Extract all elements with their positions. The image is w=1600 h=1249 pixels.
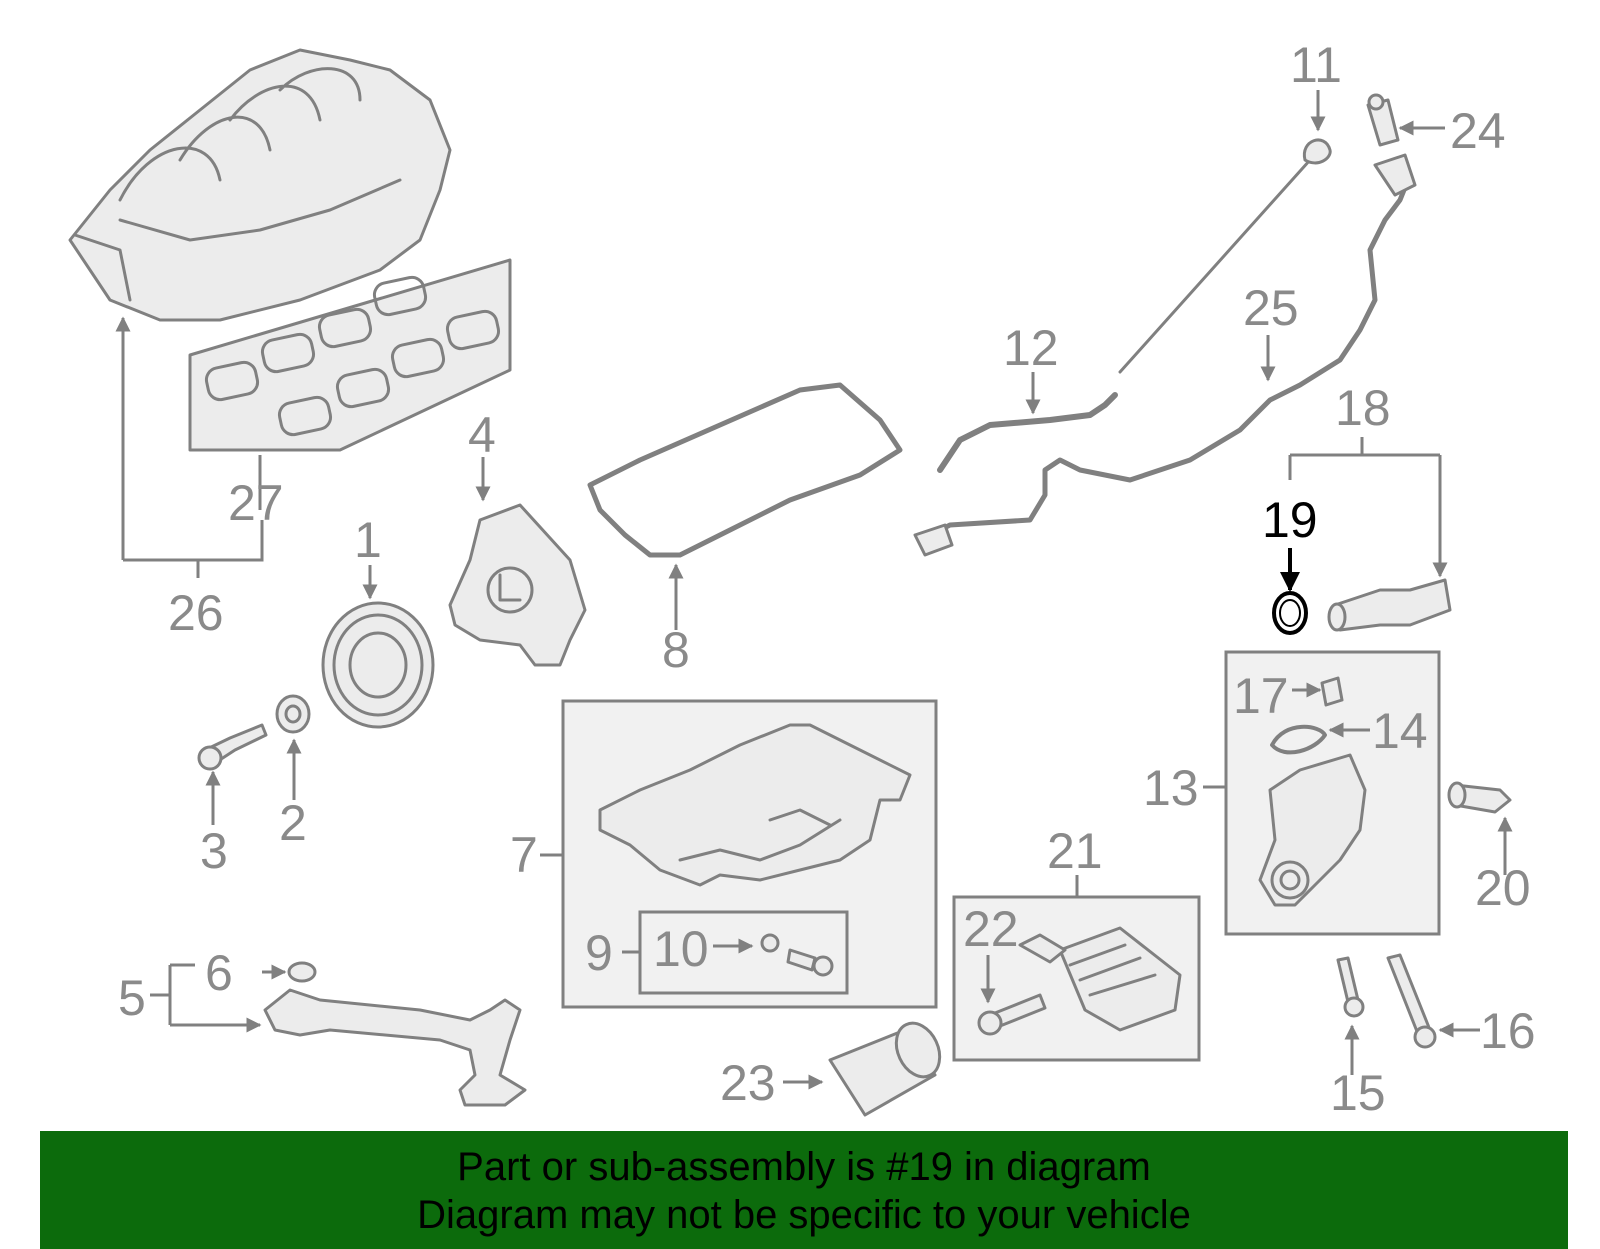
intake-manifold-part (68, 48, 452, 322)
wiring-harness-part (913, 153, 1417, 557)
drain-plug-part (786, 948, 834, 977)
sensor-20-part (1447, 781, 1512, 814)
drain-plug-washer-part (760, 933, 780, 953)
o-ring-19-part (1272, 591, 1308, 635)
callout-13: 13 (1143, 760, 1199, 816)
callout-6: 6 (205, 945, 233, 1001)
callout-14: 14 (1372, 703, 1428, 759)
callout-19: 19 (1262, 492, 1318, 548)
bolt-16-part (1386, 953, 1437, 1049)
banner-line-1: Part or sub-assembly is #19 in diagram (457, 1145, 1151, 1189)
callout-26: 26 (168, 585, 224, 641)
callout-3: 3 (200, 823, 228, 879)
pulley-bolt-part (197, 723, 268, 771)
callout-17: 17 (1233, 668, 1289, 724)
callout-11: 11 (1290, 37, 1342, 93)
callout-7: 7 (510, 827, 538, 883)
intake-gasket-part (188, 258, 512, 452)
front-cover-part (1258, 753, 1367, 907)
callout-16: 16 (1480, 1003, 1536, 1059)
oil-cooler-part (1018, 926, 1182, 1032)
callout-27: 27 (228, 475, 284, 531)
gasket-14-part (1270, 724, 1327, 755)
callout-8: 8 (662, 622, 690, 678)
sensor-24-part (1366, 93, 1400, 147)
callout-1: 1 (354, 512, 382, 568)
dipstick-tube-part (937, 392, 1118, 473)
dipstick-part (1118, 138, 1332, 374)
callout-22: 22 (963, 901, 1019, 957)
callout-2: 2 (279, 795, 307, 851)
oil-filter-part (828, 1021, 942, 1117)
callout-9: 9 (585, 925, 613, 981)
callout-23: 23 (720, 1055, 776, 1111)
callout-10: 10 (653, 921, 709, 977)
oil-pickup-tube-part (263, 988, 527, 1107)
callout-15: 15 (1330, 1065, 1386, 1121)
oil-cooler-bolt-part (977, 993, 1047, 1036)
callout-18: 18 (1335, 380, 1391, 436)
callout-25: 25 (1243, 280, 1299, 336)
callout-5: 5 (118, 970, 146, 1026)
callout-20: 20 (1475, 860, 1531, 916)
banner-line-2: Diagram may not be specific to your vehi… (417, 1193, 1191, 1237)
seal-17-part (1320, 676, 1344, 707)
pickup-o-ring-part (287, 961, 317, 983)
oil-pump-part (448, 503, 587, 667)
info-banner: Part or sub-assembly is #19 in diagram D… (40, 1131, 1568, 1249)
oil-pan-gasket-part (587, 382, 903, 558)
bolt-15-part (1336, 956, 1365, 1018)
callout-12: 12 (1003, 320, 1059, 376)
callout-24: 24 (1450, 103, 1506, 159)
callout-4: 4 (468, 407, 496, 463)
crankshaft-pulley-part (321, 601, 435, 729)
washer-part (275, 694, 311, 734)
callout-21: 21 (1047, 823, 1103, 879)
oil-pressure-sensor-part (1327, 578, 1452, 632)
oil-pan-part (598, 723, 912, 887)
